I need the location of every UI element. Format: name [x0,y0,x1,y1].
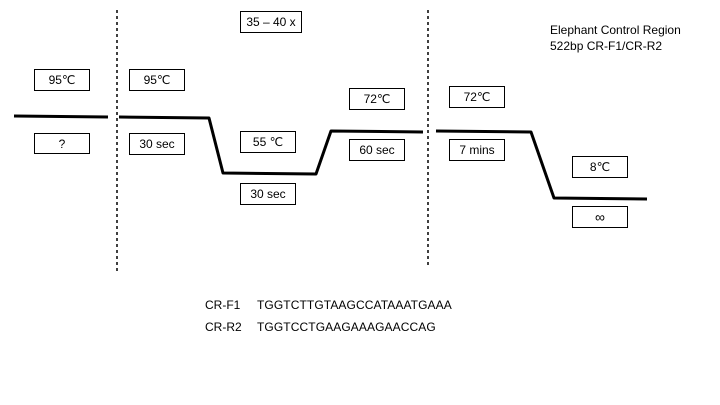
primer-sequence-reverse: TGGTCCTGAAGAAAGAACCAG [257,320,436,334]
final-extend-time: 7 mins [449,139,505,161]
cycle-anneal-time: 30 sec [240,183,296,205]
cycle-extend-time: 60 sec [349,139,405,161]
primer-name-reverse: CR-R2 [205,320,242,334]
cycle-denature-temp: 95℃ [129,69,185,91]
diagram-title: Elephant Control Region 522bp CR-F1/CR-R… [550,22,681,54]
final-profile-line [435,129,648,201]
hold-temp: 8℃ [572,156,628,178]
final-extend-temp: 72℃ [449,86,505,108]
initial-denature-temp: 95℃ [34,69,90,91]
cycle-profile-line [118,115,424,176]
initial-denature-line [13,114,109,119]
cycle-denature-time: 30 sec [129,133,185,155]
hold-time: ∞ [572,206,628,228]
title-line-2: 522bp CR-F1/CR-R2 [550,39,663,53]
primer-name-forward: CR-F1 [205,298,241,312]
cycle-anneal-temp: 55 ℃ [240,131,296,153]
cycle-extend-temp: 72℃ [349,88,405,110]
cycles-count-label: 35 – 40 x [240,11,302,33]
primer-sequence-forward: TGGTCTTGTAAGCCATAAATGAAA [257,298,452,312]
initial-denature-time: ? [34,133,90,154]
title-line-1: Elephant Control Region [550,23,681,37]
